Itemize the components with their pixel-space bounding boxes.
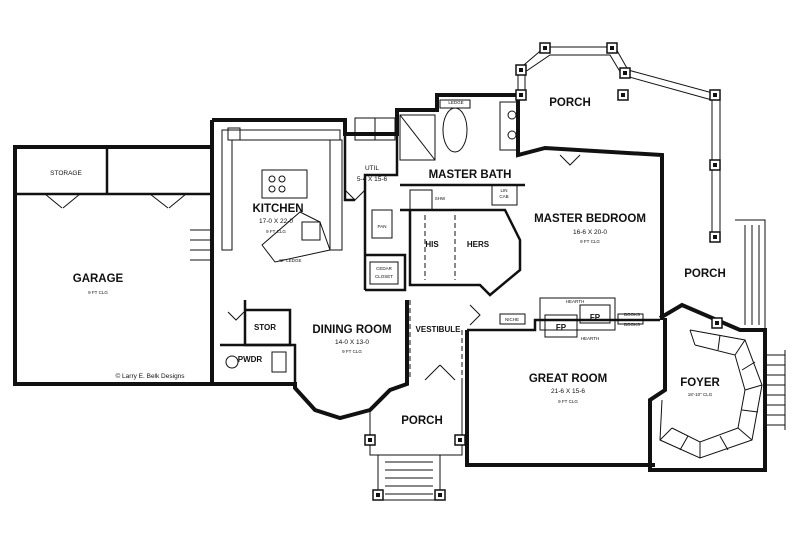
porch-label-south: PORCH [401, 415, 443, 427]
kitchen-ceiling: 9 FT CLG [266, 229, 286, 234]
counter-ledge-label: 42" LEDGE [278, 258, 301, 263]
east-porch [735, 219, 766, 330]
great-ceiling: 9 FT CLG [558, 399, 578, 404]
garage-walls [13, 145, 214, 386]
fireplace-label-1: FP [556, 323, 567, 332]
master-bedroom-ceiling: 9 FT CLG [580, 239, 600, 244]
house-outer-walls [210, 93, 767, 472]
room-label-his: HIS [425, 240, 439, 249]
room-label-foyer: FOYER [680, 377, 720, 389]
porch-label-north: PORCH [549, 97, 591, 109]
dining-dims: 14-0 X 13-0 [335, 339, 369, 346]
books-label-1: BOOKS [624, 312, 640, 317]
fireplace-label-2: FP [590, 313, 601, 322]
room-label-kitchen: KITCHEN [252, 203, 303, 215]
room-label-hers: HERS [467, 240, 490, 249]
lin-cab-line1: LIN [500, 188, 507, 193]
room-label-pwdr: PWDR [238, 355, 263, 364]
room-label-great: GREAT ROOM [529, 373, 607, 385]
cedar-closet-line1: CEDAR [376, 266, 393, 271]
books-label-2: BOOKS [624, 322, 640, 327]
foyer-ceiling: 18'-10" CLG [688, 392, 713, 397]
north-porch [517, 46, 721, 235]
master-bedroom-dims: 16-6 X 20-0 [573, 229, 607, 236]
south-porch [364, 380, 466, 501]
door-swings [227, 154, 581, 326]
room-label-util: UTIL [365, 165, 379, 172]
kitchen-area [221, 127, 355, 263]
great-dims: 21-6 X 15-6 [551, 388, 585, 395]
utility-area [354, 117, 399, 290]
ledge-label: LEDGE [448, 100, 463, 105]
shw-label: SHW [435, 196, 446, 201]
master-bath-area [399, 99, 525, 211]
room-label-master-bath: MASTER BATH [429, 169, 512, 181]
garage-ceiling: 9 FT CLG [88, 290, 108, 295]
dining-ceiling: 9 FT CLG [342, 349, 362, 354]
room-label-master-bedroom: MASTER BEDROOM [534, 213, 646, 225]
room-label-dining: DINING ROOM [312, 324, 391, 336]
room-label-garage: GARAGE [73, 273, 124, 285]
kitchen-dims: 17-0 X 22-0 [259, 218, 293, 225]
util-dims: 5-4 X 15-6 [357, 176, 388, 183]
closet-area [365, 208, 522, 297]
room-label-pan: PAN [378, 224, 387, 229]
foyer-staircase [659, 329, 786, 459]
lin-cab-line2: CAB [499, 194, 508, 199]
hearth-label-bottom: HEARTH [581, 336, 599, 341]
dining-vestibule-walls [220, 300, 463, 384]
room-label-vestibule: VESTIBULE [416, 325, 462, 334]
niche-label: NICHE [505, 317, 519, 322]
room-label-storage: STORAGE [50, 170, 82, 177]
designer-credit: © Larry E. Belk Designs [115, 372, 185, 380]
porch-post [515, 42, 723, 329]
porch-label-east: PORCH [684, 268, 726, 280]
room-label-stor: STOR [254, 323, 276, 332]
cedar-closet-line2: CLOSET [375, 274, 393, 279]
fireplace-wall [467, 297, 660, 338]
hearth-label-top: HEARTH [566, 299, 584, 304]
